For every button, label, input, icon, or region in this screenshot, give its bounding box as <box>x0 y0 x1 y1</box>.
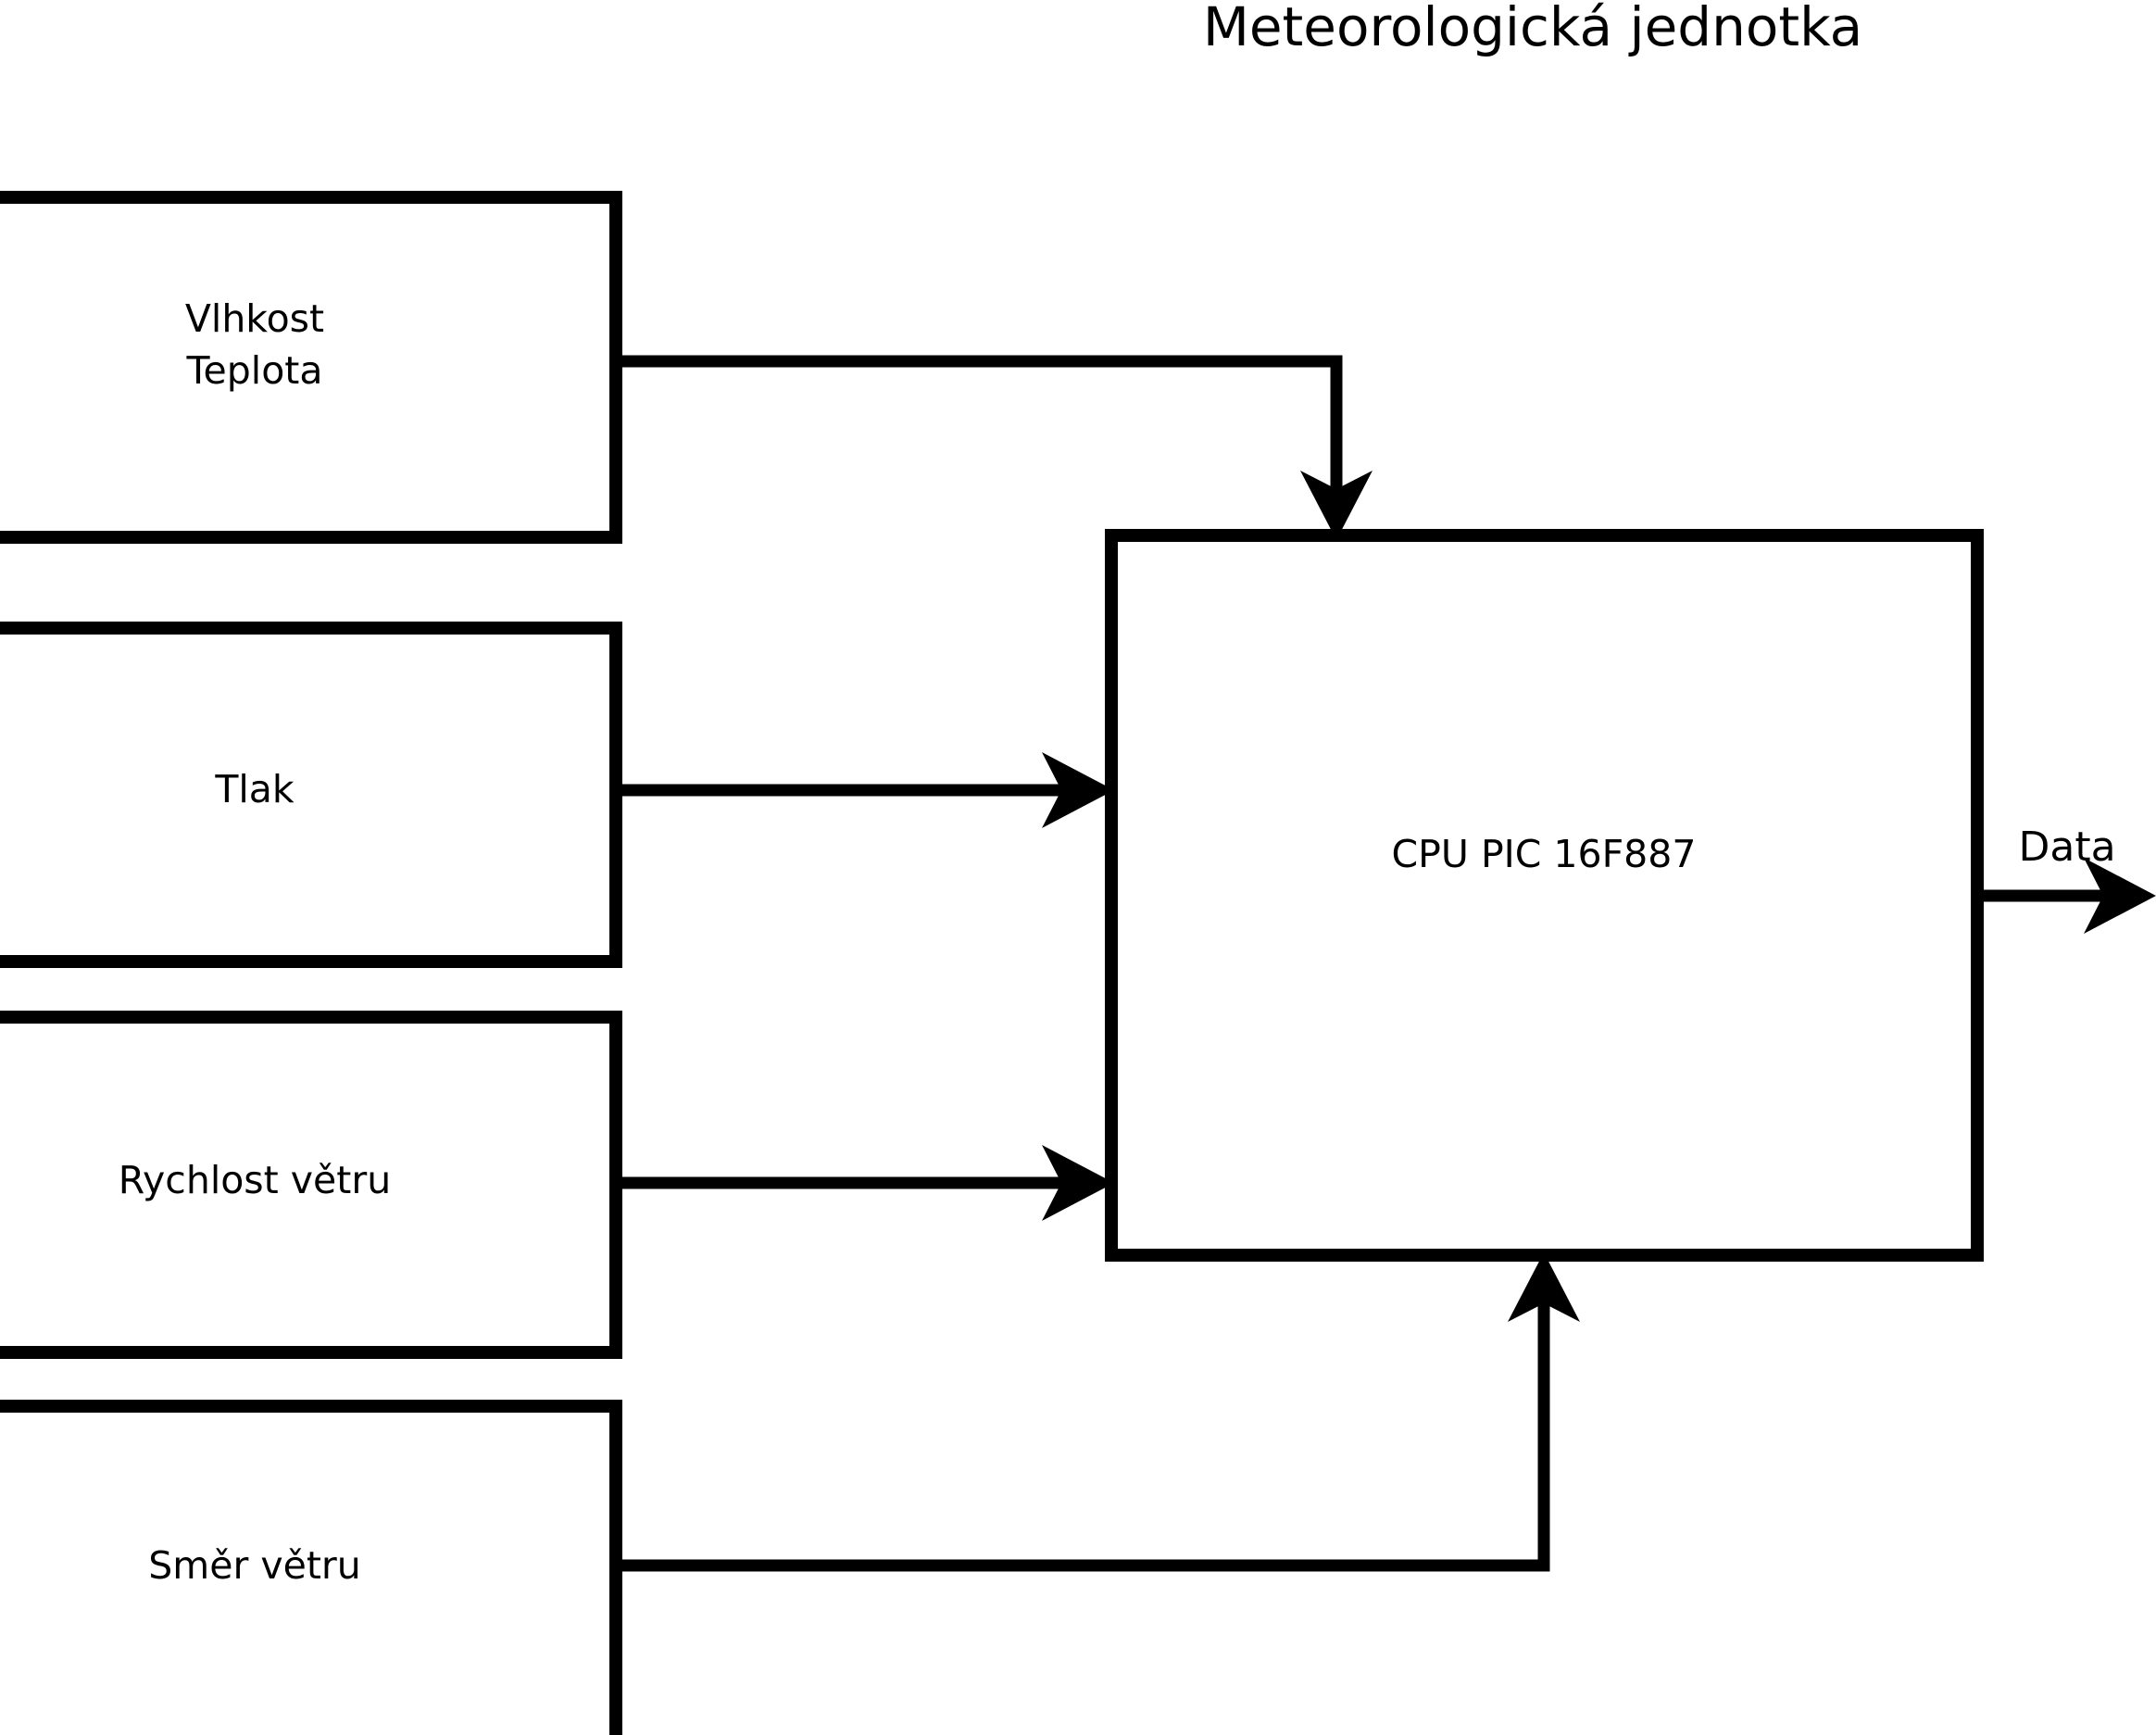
arrowhead-down-icon <box>1300 471 1373 540</box>
node-cpu[interactable]: CPU PIC 16F887 <box>1105 529 1984 1262</box>
edge-cpu-data-output: Data <box>1977 823 2156 934</box>
node-label: CPU PIC 16F887 <box>1392 832 1697 876</box>
node-box[interactable] <box>0 1011 622 1359</box>
node-box[interactable] <box>1105 529 1984 1262</box>
connector-line <box>616 355 1343 503</box>
edge-wind-direction-to-cpu <box>616 1252 1580 1572</box>
arrowhead-up-icon <box>1508 1252 1580 1322</box>
page-title: Meteorologická jednotka <box>1203 0 1862 58</box>
arrowhead-right-icon <box>1042 1145 1114 1221</box>
node-pressure[interactable]: Tlak <box>0 622 622 968</box>
edge-wind-speed-to-cpu <box>616 1145 1114 1221</box>
arrowhead-right-icon <box>2084 858 2156 934</box>
edge-pressure-to-cpu <box>616 752 1114 828</box>
node-humidity-temperature[interactable]: Vlhkost Teplota <box>0 191 622 544</box>
node-label: Rychlost větru <box>119 1158 391 1202</box>
node-label-line-2: Teplota <box>185 348 322 393</box>
node-wind-speed[interactable]: Rychlost větru <box>0 1011 622 1359</box>
arrowhead-right-icon <box>1042 752 1114 828</box>
node-label: Směr větru <box>148 1543 360 1588</box>
node-wind-direction[interactable]: Směr větru <box>0 1400 622 1735</box>
connector-line <box>616 1291 1550 1572</box>
edge-humidity-to-cpu <box>616 355 1373 540</box>
node-box[interactable] <box>0 622 622 968</box>
node-label-line-1: Vlhkost <box>185 296 324 341</box>
node-box[interactable] <box>0 1400 622 1735</box>
edge-label-data: Data <box>2018 823 2115 871</box>
node-label: Tlak <box>214 767 295 811</box>
